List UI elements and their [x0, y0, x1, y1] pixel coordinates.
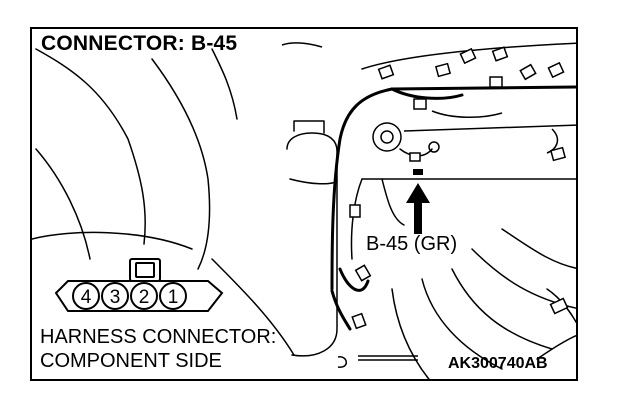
callout-arrow	[406, 169, 430, 241]
harness-connector-view	[54, 258, 224, 312]
connector-callout-label: B-45 (GR)	[364, 233, 460, 255]
pin-label: 3	[109, 287, 121, 308]
pin-label: 2	[138, 287, 150, 308]
view-label-line2: COMPONENT SIDE	[40, 350, 222, 372]
connector-title: CONNECTOR: B-45	[41, 32, 238, 55]
view-label-line1: HARNESS CONNECTOR:	[40, 326, 277, 348]
figure-code: AK300740AB	[448, 355, 548, 372]
diagram-frame: CONNECTOR: B-45 B-45 (GR) 4 3 2 1 HARNES…	[30, 27, 578, 381]
engine-bay-illustration	[32, 42, 576, 379]
pin-label: 4	[80, 287, 92, 308]
pin-label: 1	[167, 287, 179, 308]
